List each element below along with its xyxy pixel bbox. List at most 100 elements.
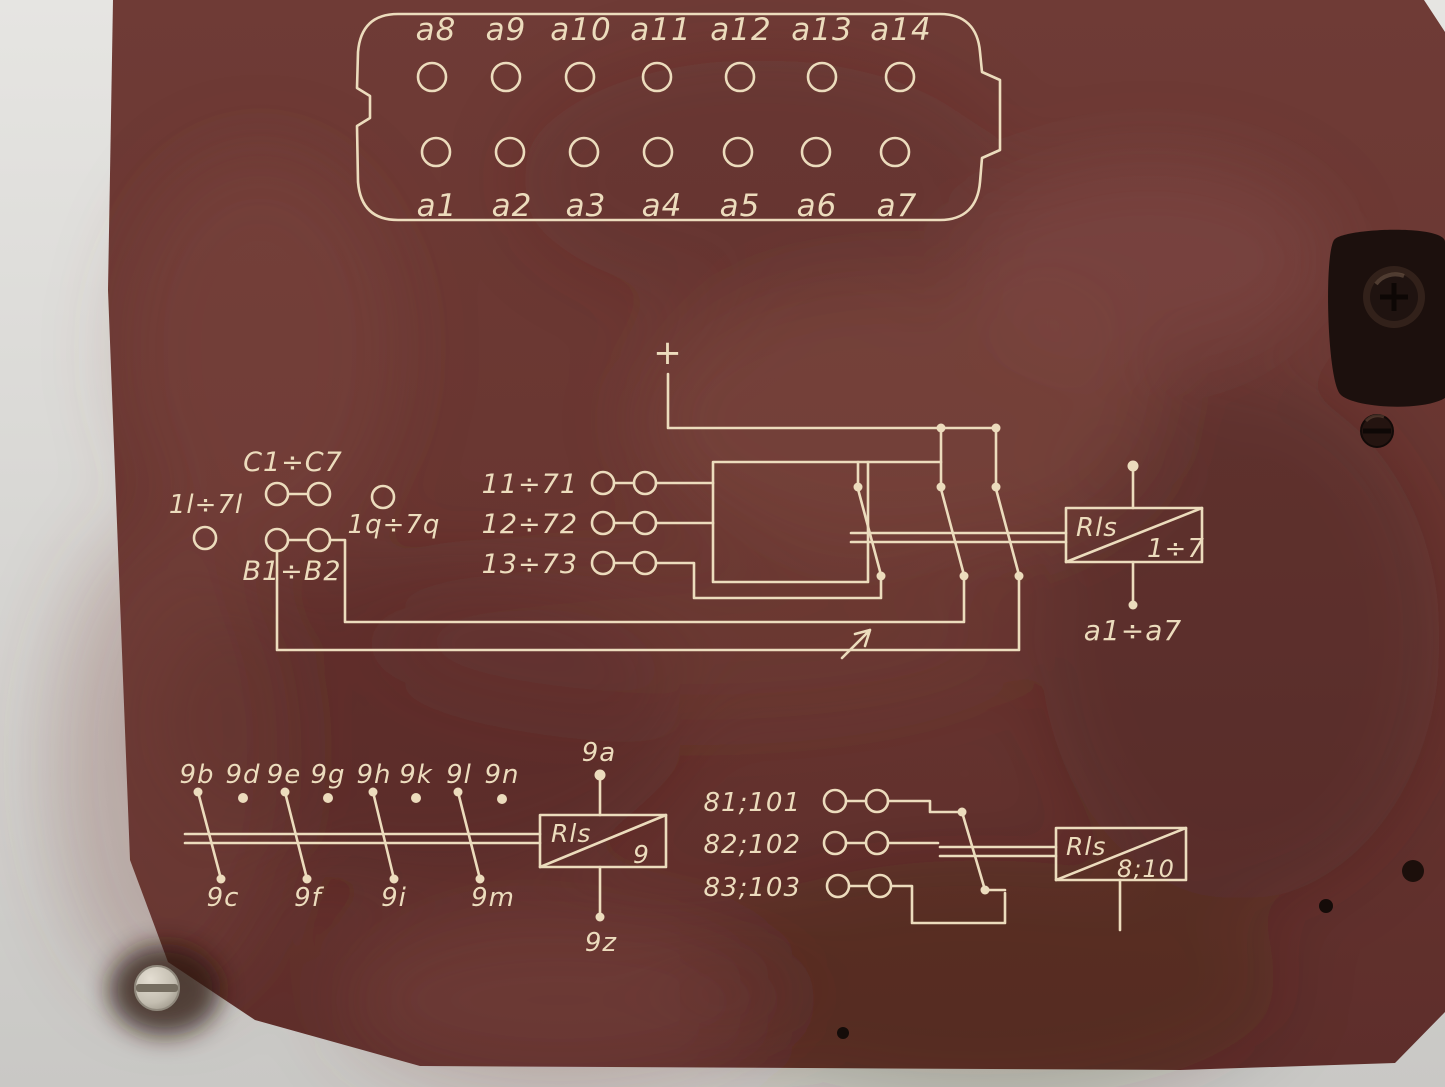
panel <box>50 0 1445 1087</box>
connector-pin-label: a9 <box>486 12 527 48</box>
row-label: 11÷71 <box>482 469 578 500</box>
connector-pin-label: a2 <box>492 188 533 224</box>
terminal <box>632 550 658 576</box>
output-label: a1÷a7 <box>1084 614 1182 647</box>
label-1l-7l: 1l÷7l <box>169 490 243 520</box>
connector-pin-label: a12 <box>710 12 771 48</box>
connector-pin <box>800 136 832 168</box>
connector-pin <box>806 61 838 93</box>
connector-diagram: a8 a9 a10 a11 a12 a13 a14 a1 a2 a3 a4 a5… <box>355 12 1002 224</box>
row-label: 82;102 <box>704 830 801 860</box>
screw <box>1363 266 1425 328</box>
connector-pin <box>724 61 756 93</box>
mounting-hole <box>1319 899 1333 913</box>
mounting-hole <box>837 1027 849 1039</box>
terminal <box>632 470 658 496</box>
hardware <box>109 229 1445 1039</box>
adjust-arrow <box>840 628 872 660</box>
terminal-label: 9f <box>294 883 325 913</box>
relay-box-label: Rls <box>551 819 591 848</box>
contact-blade <box>960 810 987 892</box>
terminal-label: 9i <box>381 883 407 913</box>
connector-pin <box>490 61 522 93</box>
relay-8-10-junctions <box>957 807 990 895</box>
schematic: a8 a9 a10 a11 a12 a13 a14 a1 a2 a3 a4 a5… <box>169 12 1205 958</box>
relay-box <box>538 813 668 869</box>
relay-box-label: Rls <box>1066 832 1106 861</box>
screw <box>109 944 221 1036</box>
relay-8-10-wiring <box>844 799 1122 932</box>
connector-pin-label: a1 <box>417 188 458 224</box>
row-label: 81;101 <box>704 788 801 818</box>
terminal <box>306 527 332 553</box>
label-c1-c7: C1÷C7 <box>243 447 343 478</box>
contact-blade <box>456 790 482 881</box>
terminal <box>192 525 218 551</box>
relay-1-7-diagram: + C1÷C7 1l÷7l B1÷B2 1q÷7q 11÷71 12÷72 13… <box>169 333 1205 660</box>
terminal <box>590 510 616 536</box>
connector-pin-label: a4 <box>642 188 683 224</box>
relay-9-diagram: 9b 9d 9e 9g 9h 9k 9l 9n 9c 9f 9i 9m 9a 9… <box>179 738 668 958</box>
relay-9-junctions <box>193 769 606 922</box>
relay-8-10-labels: 81;101 82;102 83;103 Rls 8;10 <box>704 788 1175 903</box>
terminal-label: 9c <box>207 883 240 913</box>
relay-1-7-coil <box>1064 468 1204 604</box>
relay-9-labels: 9b 9d 9e 9g 9h 9k 9l 9n 9c 9f 9i 9m 9a 9… <box>179 738 650 958</box>
connector-pin-label: a10 <box>550 12 611 48</box>
connector-pin-label: a13 <box>791 12 852 48</box>
terminal <box>590 550 616 576</box>
terminal-label: 9k <box>399 760 433 790</box>
mounting-hole <box>1402 860 1424 882</box>
connector-pin-label: a7 <box>877 188 918 224</box>
relay-8-10-coil <box>1054 826 1188 882</box>
terminal-label: 9m <box>471 883 515 913</box>
screw <box>1360 414 1394 448</box>
row-label: 83;103 <box>704 873 801 903</box>
relay-box-diagonal <box>538 813 668 869</box>
connector-outline <box>355 12 1002 222</box>
relay-box <box>1054 826 1188 882</box>
terminal-label: 9n <box>484 760 519 790</box>
contact-blade <box>283 790 309 881</box>
bottom-terminal-label: 9z <box>585 928 618 958</box>
connector-pins-top <box>416 61 916 93</box>
connector-pin-label: a5 <box>720 188 761 224</box>
relay-1-7-labels: + C1÷C7 1l÷7l B1÷B2 1q÷7q 11÷71 12÷72 13… <box>169 333 1205 647</box>
connector-pin <box>884 61 916 93</box>
connector-pin <box>879 136 911 168</box>
terminal <box>306 481 332 507</box>
terminal <box>264 527 290 553</box>
connector-pin-label: a6 <box>797 188 838 224</box>
relay-box-diagonal <box>1064 506 1204 564</box>
terminal-label: 9b <box>179 760 214 790</box>
terminal-label: 9g <box>310 760 345 790</box>
connector-pin <box>416 61 448 93</box>
terminal <box>370 484 396 510</box>
terminal-label: 9l <box>446 760 472 790</box>
connector-labels: a8 a9 a10 a11 a12 a13 a14 a1 a2 a3 a4 a5… <box>416 12 931 224</box>
relay-9-coil <box>538 813 668 869</box>
row-label: 12÷72 <box>482 509 578 540</box>
label-1q-7q: 1q÷7q <box>348 510 441 540</box>
connector-pin-label: a8 <box>416 12 457 48</box>
connector-pin-label: a14 <box>870 12 931 48</box>
connector-pin <box>642 136 674 168</box>
terminal <box>590 470 616 496</box>
relay-box-sub: 1÷7 <box>1147 534 1205 564</box>
label-b1-b2: B1÷B2 <box>242 556 341 587</box>
relay-1-7-wiring <box>275 372 1068 660</box>
connector-pin <box>722 136 754 168</box>
connector-pin <box>494 136 526 168</box>
connector-pin <box>641 61 673 93</box>
terminal <box>264 481 290 507</box>
plus-label: + <box>653 333 683 373</box>
contact-blade <box>196 790 223 881</box>
relay-9-wiring <box>183 773 602 915</box>
relay-1-7-terminals <box>192 470 658 576</box>
relay-box-sub: 9 <box>633 840 650 869</box>
terminal-label: 9d <box>225 760 260 790</box>
relay-box-sub: 8;10 <box>1117 855 1175 883</box>
relay-8-10-diagram: 81;101 82;102 83;103 Rls 8;10 <box>704 788 1188 932</box>
